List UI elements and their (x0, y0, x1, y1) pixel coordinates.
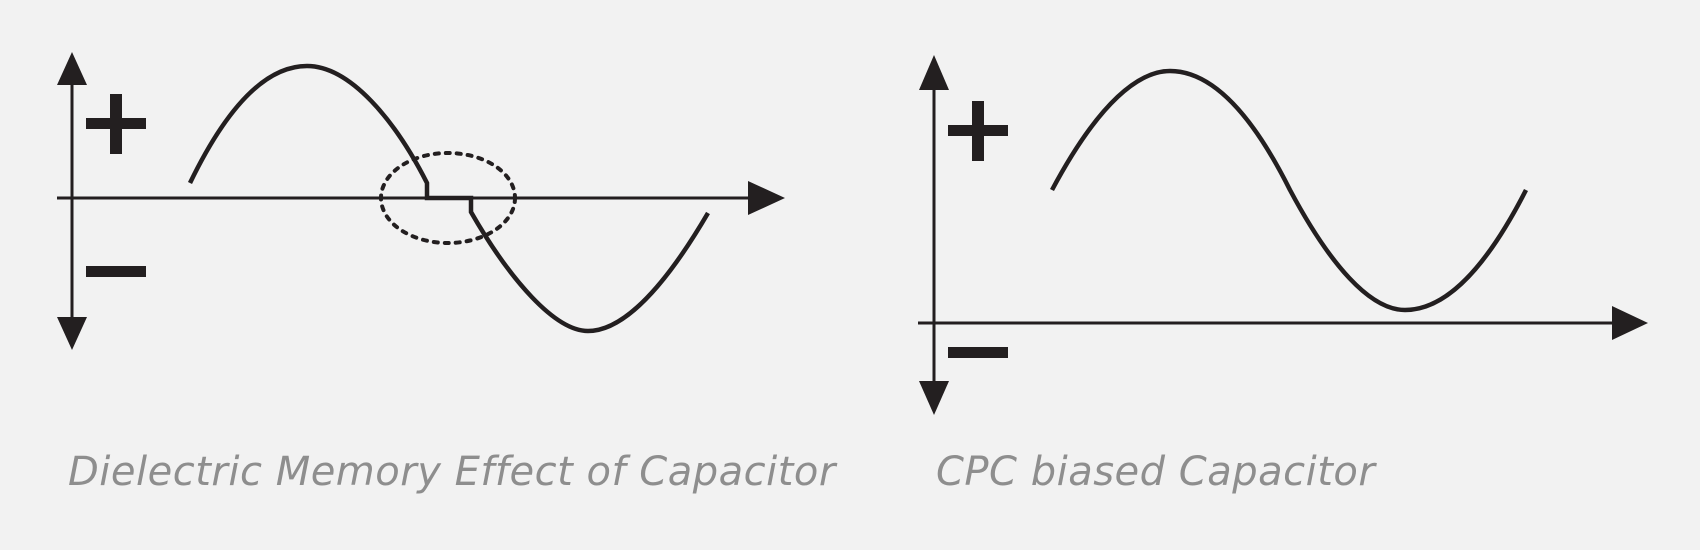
cpc-biased-diagram (918, 55, 1648, 415)
right-y-axis-down-arrowhead (919, 381, 949, 415)
left-y-axis-up-arrowhead (57, 52, 87, 85)
right-x-axis (918, 306, 1648, 340)
memory-effect-diagram (57, 52, 785, 350)
caption-memory-effect: Dielectric Memory Effect of Capacitor (68, 449, 836, 495)
right-minus-sign (948, 347, 1008, 358)
right-x-axis-arrowhead (1612, 306, 1648, 340)
left-minus-sign (86, 266, 146, 277)
left-y-axis-down-arrowhead (57, 317, 87, 350)
sine-wave-with-memory-offset (187, 63, 710, 334)
caption-cpc-biased: CPC biased Capacitor (936, 449, 1376, 495)
left-y-axis (57, 52, 87, 350)
right-plus-sign (948, 101, 1008, 161)
right-y-axis-up-arrowhead (919, 55, 949, 90)
left-plus-sign (86, 94, 146, 154)
left-x-axis (57, 181, 785, 215)
memory-effect-highlight-circle (379, 151, 517, 245)
biased-sine-wave (1050, 68, 1529, 313)
right-y-axis (919, 55, 949, 415)
left-x-axis-arrowhead (748, 181, 785, 215)
